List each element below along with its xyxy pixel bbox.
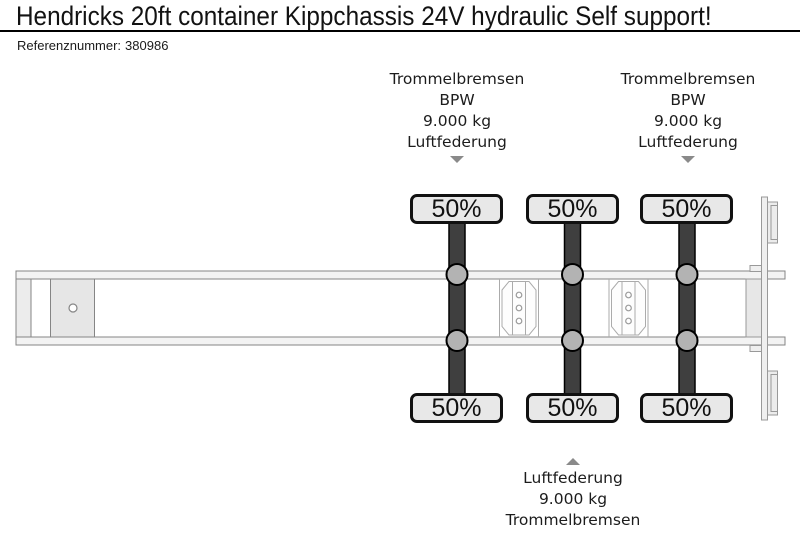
axle-3-bar (678, 219, 696, 397)
axle3-brake-type: Trommelbremsen (620, 70, 756, 88)
rear-bracket-bottom (749, 345, 763, 352)
wheel-load-badge-axle3-top: 50% (640, 194, 733, 224)
axle-1-hub-top (445, 263, 469, 286)
wheel-load-badge-axle2-top: 50% (526, 194, 619, 224)
front-bulkhead (15, 278, 32, 338)
arrow-up-icon (566, 458, 580, 465)
title-divider (0, 30, 800, 32)
axle1-capacity: 9.000 kg (422, 112, 492, 130)
page-title: Hendricks 20ft container Kippchassis 24V… (16, 1, 712, 31)
kingpin-plate (50, 278, 95, 338)
bottom-rail (15, 336, 786, 346)
axle1-brake-type: Trommelbremsen (389, 70, 525, 88)
axle2-brake-type: Trommelbremsen (505, 511, 641, 529)
axle3-spec-annotation: Trommelbremsen BPW 9.000 kg Luftfederung (621, 69, 756, 153)
wheel-load-badge-axle2-bottom: 50% (526, 393, 619, 423)
axle-3-hub-top (675, 263, 699, 286)
axle-3-hub-bottom (675, 329, 699, 352)
axle-2-hub-bottom (561, 329, 584, 352)
axle2-capacity: 9.000 kg (538, 490, 608, 508)
rear-bumper-bar (761, 196, 768, 421)
rear-end-assembly (745, 196, 778, 421)
reference-number: Referenznummer:380986 (17, 37, 168, 54)
axle-1-hub-bottom (445, 329, 469, 352)
kingpin (68, 303, 78, 313)
cross-member-2 (608, 279, 649, 337)
axle-2-hub-top (561, 263, 584, 286)
arrow-down-icon (450, 156, 464, 163)
rear-bracket-top (749, 265, 763, 272)
axle-1 (445, 219, 469, 397)
top-rail (15, 270, 786, 280)
reference-value: 380986 (125, 38, 169, 53)
axle-1-bar (448, 219, 466, 397)
axle1-suspension: Luftfederung (407, 133, 507, 151)
axle3-suspension: Luftfederung (638, 133, 738, 151)
cross-member-1 (499, 279, 539, 337)
arrow-down-icon (681, 156, 695, 163)
wheel-load-badge-axle1-bottom: 50% (410, 393, 503, 423)
axle-3 (675, 219, 699, 397)
wheel-load-badge-axle1-top: 50% (410, 194, 503, 224)
axle1-brand: BPW (439, 91, 475, 109)
tail-light-top (767, 201, 778, 244)
tail-light-bottom-lens (770, 374, 778, 412)
axle3-brand: BPW (670, 91, 706, 109)
wheel-load-badge-axle3-bottom: 50% (640, 393, 733, 423)
axle-2 (561, 219, 584, 397)
axle1-spec-annotation: Trommelbremsen BPW 9.000 kg Luftfederung (390, 69, 525, 153)
axle2-spec-annotation: Luftfederung 9.000 kg Trommelbremsen (506, 468, 641, 531)
axle3-capacity: 9.000 kg (653, 112, 723, 130)
axle2-suspension: Luftfederung (523, 469, 623, 487)
tail-light-bottom (767, 370, 778, 416)
tail-light-top-lens (770, 205, 778, 240)
reference-label: Referenznummer: (17, 38, 122, 53)
axle-2-bar (563, 219, 582, 397)
